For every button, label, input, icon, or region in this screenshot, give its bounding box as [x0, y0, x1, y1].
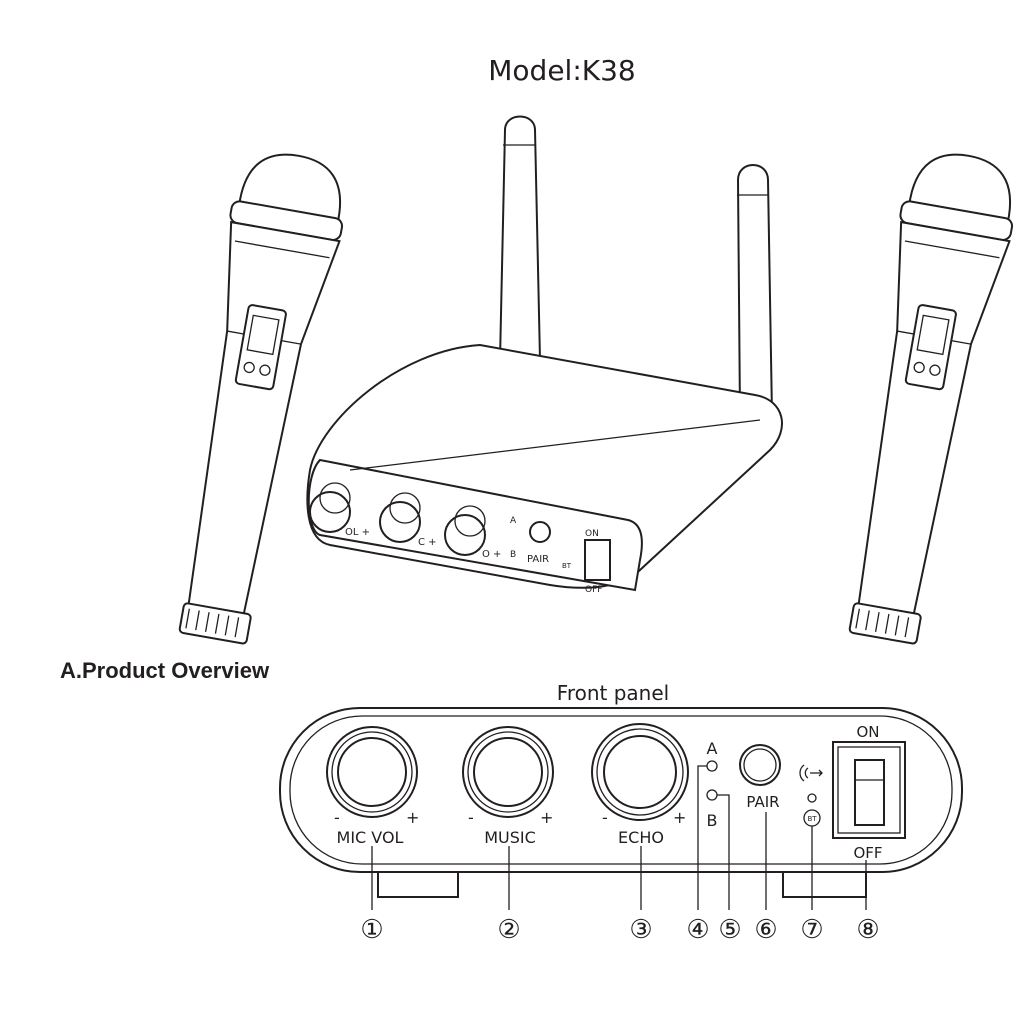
knob-echo[interactable]	[591, 723, 689, 821]
front-panel-label: Front panel	[557, 681, 669, 705]
echo-minus: -	[602, 808, 608, 827]
pair-label: PAIR	[746, 793, 779, 811]
music-minus: -	[468, 808, 474, 827]
wireless-signal-icon	[799, 764, 823, 782]
model-title: Model:K38	[488, 54, 636, 87]
mic-vol-label: MIC VOL	[337, 828, 404, 847]
receiver-label-on: ON	[585, 529, 599, 539]
receiver-label-a: A	[510, 516, 517, 526]
receiver-3d: OL + C + O + A B PAIR BT ON OFF	[306, 115, 783, 595]
echo-label: ECHO	[618, 828, 664, 847]
receiver-label-micvol: OL +	[345, 527, 370, 538]
callout-8: ⑧	[856, 915, 879, 945]
knob-music[interactable]	[462, 726, 554, 818]
antenna-left	[498, 115, 542, 361]
leader-lines	[371, 765, 867, 910]
receiver-label-b: B	[510, 550, 516, 560]
mic-vol-minus: -	[334, 808, 340, 827]
receiver-label-off: OFF	[585, 585, 602, 595]
receiver-label-pair: PAIR	[527, 554, 549, 565]
power-switch[interactable]	[832, 741, 906, 839]
callout-4: ④	[686, 915, 709, 945]
receiver-label-music: C +	[418, 537, 437, 548]
callout-2: ②	[497, 915, 520, 945]
led-a-label: A	[707, 739, 718, 758]
knob-mic-vol[interactable]	[326, 726, 418, 818]
receiver-label-bt: BT	[562, 562, 572, 570]
switch-off-label: OFF	[853, 844, 882, 862]
pair-button[interactable]	[739, 744, 781, 786]
mic-vol-plus: +	[406, 808, 419, 827]
music-plus: +	[540, 808, 553, 827]
callout-1: ①	[360, 915, 383, 945]
microphone-left	[178, 153, 344, 645]
bt-led	[807, 793, 817, 803]
antenna-right	[736, 164, 774, 416]
front-panel: - + MIC VOL - + MUSIC - + ECHO A B PAIR …	[279, 707, 963, 945]
echo-plus: +	[673, 808, 686, 827]
callout-6: ⑥	[754, 915, 777, 945]
section-heading: A.Product Overview	[60, 658, 270, 683]
music-label: MUSIC	[484, 828, 536, 847]
callout-3: ③	[629, 915, 652, 945]
led-b	[706, 789, 718, 801]
callout-7: ⑦	[800, 915, 823, 945]
led-a	[706, 760, 718, 772]
receiver-label-echo: O +	[482, 549, 501, 560]
led-b-label: B	[707, 811, 718, 830]
microphone-right	[848, 153, 1014, 645]
switch-on-label: ON	[856, 723, 879, 741]
callout-5: ⑤	[718, 915, 741, 945]
bt-label: BT	[807, 815, 817, 823]
